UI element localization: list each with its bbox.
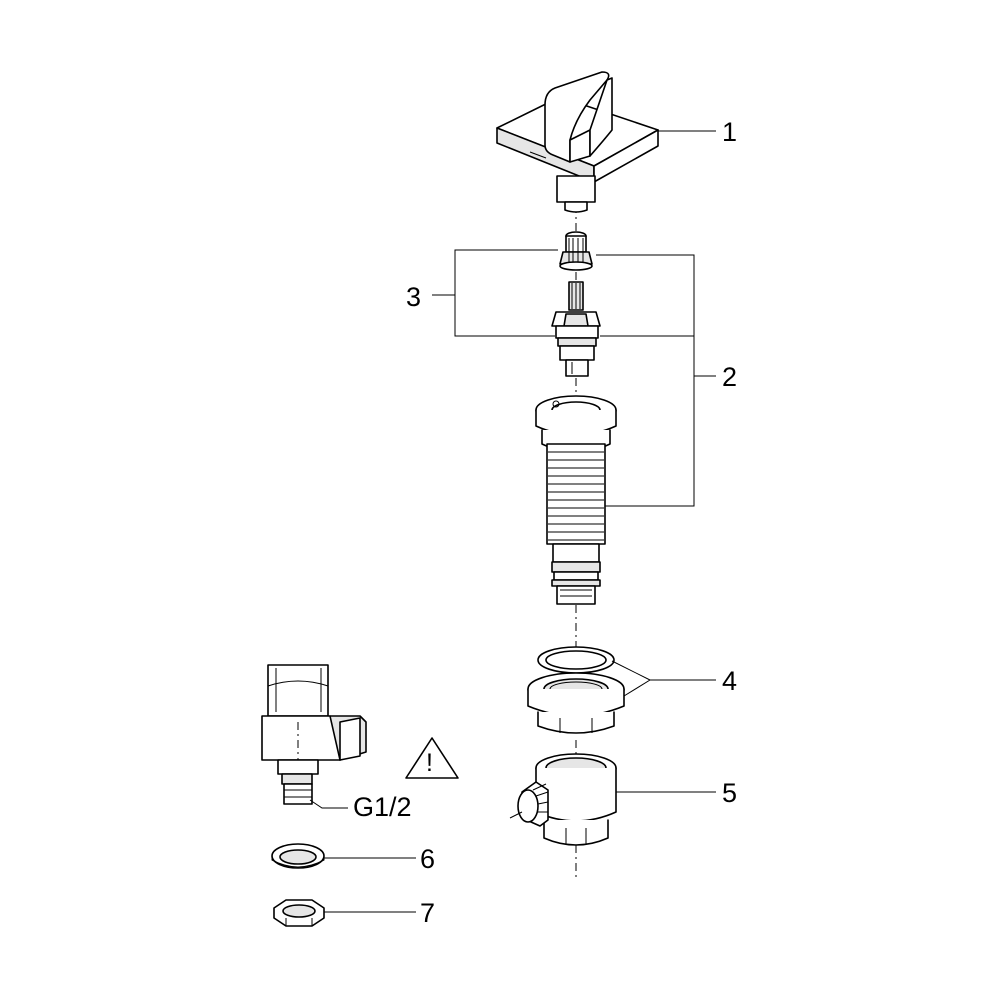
callout-3: 3: [406, 282, 421, 312]
part-handle: [496, 71, 659, 213]
part-oring-nut: [527, 646, 625, 734]
thread-label: G1/2: [353, 792, 412, 822]
part-threaded-body: [535, 395, 617, 605]
part-washer: [271, 843, 325, 869]
callout-7: 7: [420, 898, 435, 928]
callout-labels: 1 3 2 4 5 G1/2 6 7: [353, 117, 737, 928]
warning-symbol: !: [426, 749, 433, 777]
part-hex-nut: [273, 899, 325, 927]
callout-2: 2: [722, 362, 737, 392]
part-spline-adapter: [559, 231, 593, 271]
callout-6: 6: [420, 844, 435, 874]
part-cartridge: [551, 281, 601, 377]
warning-triangle-icon: !: [405, 737, 459, 779]
callout-5: 5: [722, 778, 737, 808]
callout-4: 4: [722, 666, 737, 696]
callout-1: 1: [722, 117, 737, 147]
leader-lines: [309, 130, 716, 913]
side-valve-detail: [261, 664, 367, 805]
part-elbow-connector: [509, 753, 617, 846]
body-thread-lines: [548, 451, 604, 541]
